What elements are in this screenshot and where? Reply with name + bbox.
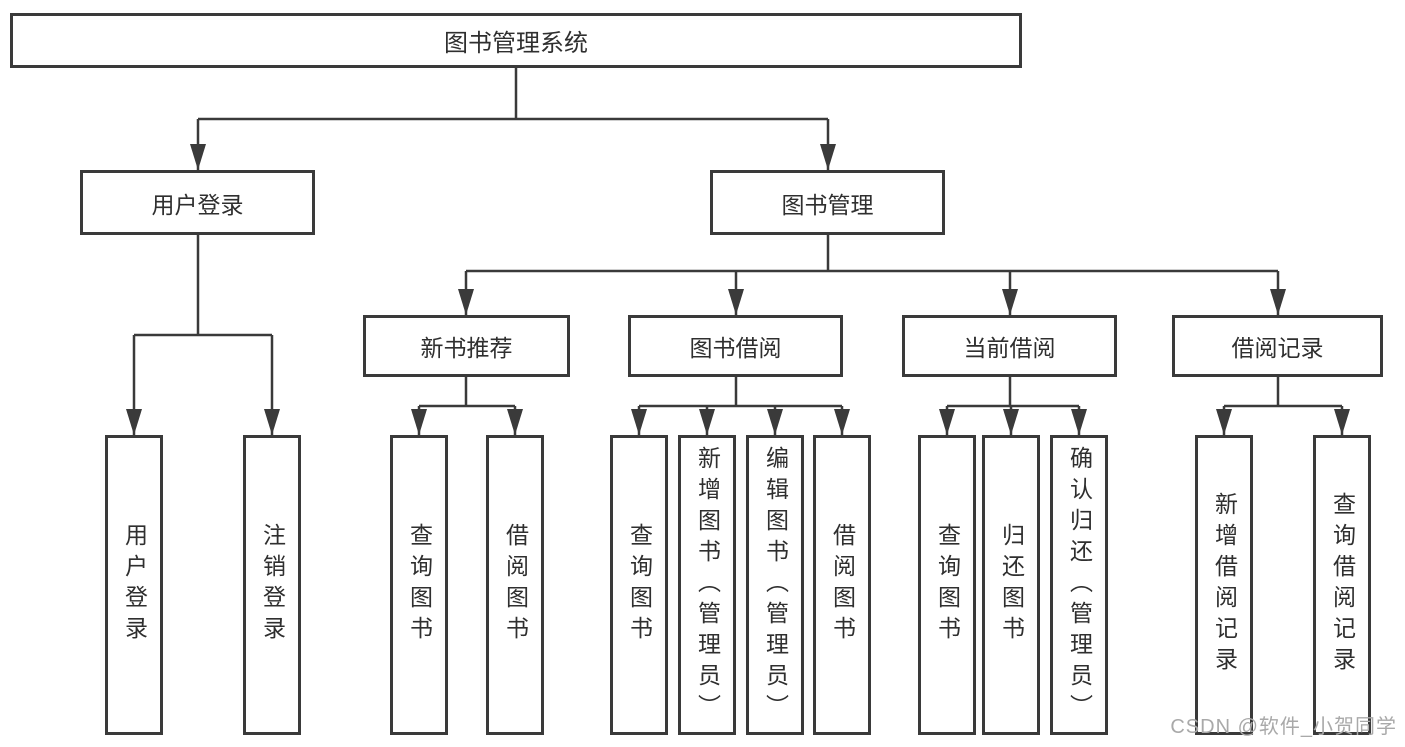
node-leaf-user-login: 用户登录 (105, 435, 163, 735)
node-leaf-add-borrow-record: 新增借阅记录 (1195, 435, 1253, 735)
connector-root (190, 68, 836, 170)
leaf-label: 查询借阅记录 (1329, 492, 1356, 678)
connector-book-borrow (631, 377, 850, 435)
connector-user-login (126, 235, 280, 435)
node-user-login-label: 用户登录 (151, 191, 244, 218)
leaf-label: 确认归还（管理员） (1066, 445, 1093, 725)
connector-borrow-records (1216, 377, 1350, 435)
node-leaf-return-books: 归还图书 (982, 435, 1040, 735)
leaf-label: 查询图书 (626, 523, 653, 647)
leaf-label: 归还图书 (998, 523, 1025, 647)
connector-new-book-recommend (411, 377, 523, 435)
node-leaf-confirm-return-admin: 确认归还（管理员） (1050, 435, 1108, 735)
node-leaf-query-borrow-record: 查询借阅记录 (1313, 435, 1371, 735)
connector-current-borrow (939, 377, 1087, 435)
node-root-system: 图书管理系统 (10, 13, 1022, 68)
leaf-label: 新增图书（管理员） (694, 445, 721, 725)
leaf-label: 新增借阅记录 (1211, 492, 1238, 678)
connector-book-management (458, 235, 1286, 315)
node-book-borrow: 图书借阅 (628, 315, 843, 377)
leaf-label: 用户登录 (121, 523, 148, 647)
node-leaf-query-books-1: 查询图书 (390, 435, 448, 735)
leaf-label: 借阅图书 (829, 523, 856, 647)
node-book-borrow-label: 图书借阅 (689, 335, 782, 361)
node-leaf-query-books-3: 查询图书 (918, 435, 976, 735)
node-leaf-logout: 注销登录 (243, 435, 301, 735)
leaf-label: 查询图书 (934, 523, 961, 647)
node-new-book-recommend: 新书推荐 (363, 315, 570, 377)
leaf-label: 注销登录 (259, 523, 286, 647)
node-borrow-records-label: 借阅记录 (1231, 335, 1324, 361)
node-leaf-borrow-books-1: 借阅图书 (486, 435, 544, 735)
node-leaf-borrow-books-2: 借阅图书 (813, 435, 871, 735)
node-new-book-recommend-label: 新书推荐 (420, 335, 513, 361)
node-leaf-query-books-2: 查询图书 (610, 435, 668, 735)
leaf-label: 查询图书 (406, 523, 433, 647)
node-user-login: 用户登录 (80, 170, 315, 235)
leaf-label: 借阅图书 (502, 523, 529, 647)
csdn-watermark: CSDN @软件_小贺同学 (1170, 716, 1397, 738)
node-leaf-edit-books-admin: 编辑图书（管理员） (746, 435, 804, 735)
node-leaf-add-books-admin: 新增图书（管理员） (678, 435, 736, 735)
node-root-label: 图书管理系统 (444, 30, 588, 57)
node-current-borrow: 当前借阅 (902, 315, 1117, 377)
node-current-borrow-label: 当前借阅 (963, 335, 1056, 361)
node-borrow-records: 借阅记录 (1172, 315, 1383, 377)
node-book-management-label: 图书管理 (781, 191, 874, 218)
node-book-management: 图书管理 (710, 170, 945, 235)
leaf-label: 编辑图书（管理员） (762, 445, 789, 725)
